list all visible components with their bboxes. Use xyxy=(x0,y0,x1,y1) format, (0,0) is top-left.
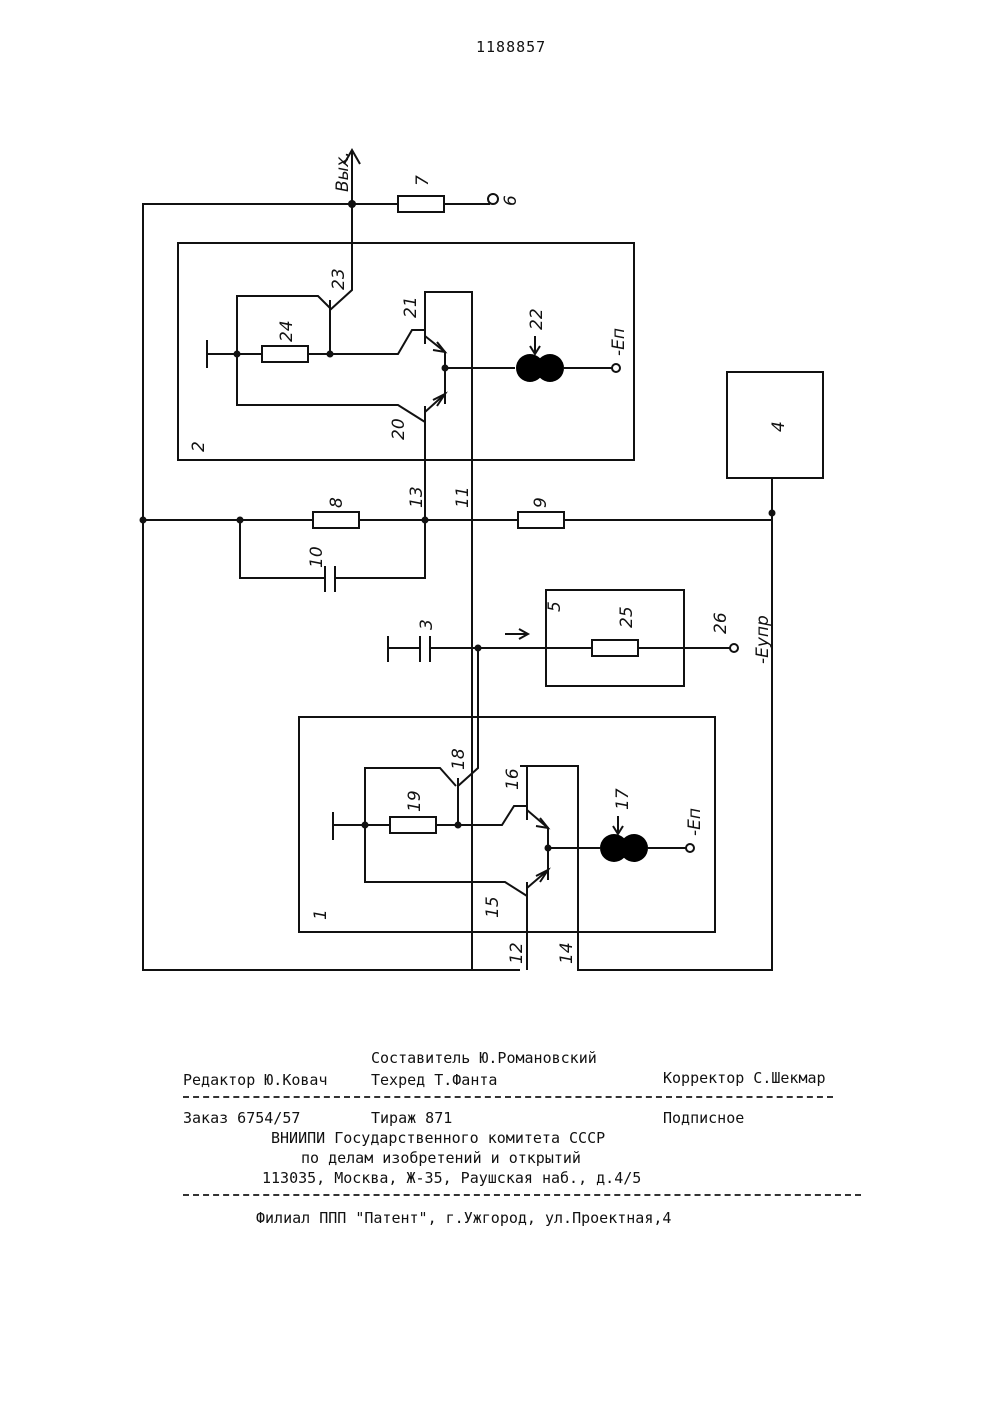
label-24: 24 xyxy=(277,320,297,342)
block-4-feed xyxy=(520,478,772,970)
block-5-outline xyxy=(546,590,684,686)
label-22: 22 xyxy=(527,308,547,330)
imprint-circulation: Тираж 871 xyxy=(371,1109,452,1127)
resistor-8 xyxy=(313,512,359,528)
label-3: 3 xyxy=(417,619,437,630)
transistor-21-collector xyxy=(425,292,472,970)
imprint-org-line3: 113035, Москва, Ж-35, Раушская наб., д.4… xyxy=(262,1169,641,1187)
imprint-org-line2: по делам изобретений и открытий xyxy=(301,1149,581,1167)
left-bus-wire xyxy=(143,204,520,970)
label-20: 20 xyxy=(389,418,409,440)
label-16: 16 xyxy=(503,768,523,790)
terminal-6 xyxy=(488,194,498,204)
junction-emitters-2 xyxy=(442,365,449,372)
divider-1 xyxy=(183,1096,833,1098)
label-8: 8 xyxy=(327,497,347,508)
label-7: 7 xyxy=(413,175,433,186)
label-6: 6 xyxy=(501,195,521,206)
label-9: 9 xyxy=(531,497,551,508)
transistor-15-emitter xyxy=(527,870,548,888)
label-control: -Eупр xyxy=(753,615,773,664)
circuit-schematic: Вых. 7 6 23 24 21 22 -Eп 20 2 4 8 13 11 … xyxy=(0,0,1000,1000)
imprint-corrector: Корректор С.Шекмар xyxy=(663,1069,826,1087)
imprint-techred: Техред Т.Фанта xyxy=(371,1071,497,1089)
label-supply-bottom: -Eп xyxy=(685,808,705,836)
imprint-editor: Редактор Ю.Ковач xyxy=(183,1071,328,1089)
divider-2 xyxy=(183,1194,861,1196)
label-23: 23 xyxy=(329,268,349,290)
label-26: 26 xyxy=(711,612,731,634)
label-14: 14 xyxy=(557,942,577,964)
transistor-21-emitter xyxy=(425,336,445,404)
label-19: 19 xyxy=(405,790,425,812)
label-supply-top: -Eп xyxy=(609,328,629,356)
junction-emitters-1 xyxy=(545,845,552,852)
terminal-supply-bottom xyxy=(686,844,694,852)
transistor-16-emitter xyxy=(527,810,548,880)
imprint-subscription: Подписное xyxy=(663,1109,744,1127)
resistor-25 xyxy=(592,640,638,656)
label-1: 1 xyxy=(311,909,331,920)
label-11: 11 xyxy=(453,486,473,508)
resistor-9 xyxy=(518,512,564,528)
label-4: 4 xyxy=(769,421,789,432)
label-5: 5 xyxy=(545,601,565,612)
imprint-branch: Филиал ППП "Патент", г.Ужгород, ул.Проек… xyxy=(256,1209,671,1227)
resistor-24 xyxy=(262,346,308,362)
base-21-wire xyxy=(330,330,425,354)
transistor-23-emitter xyxy=(330,204,352,310)
terminal-supply-top xyxy=(612,364,620,372)
label-2: 2 xyxy=(189,441,209,452)
label-18: 18 xyxy=(449,748,469,770)
junction-8-left xyxy=(140,517,147,524)
label-21: 21 xyxy=(401,296,421,318)
resistor-19 xyxy=(390,817,436,833)
label-25: 25 xyxy=(617,606,637,628)
imprint-compiler: Составитель Ю.Романовский xyxy=(371,1049,597,1067)
base-16-wire xyxy=(458,806,527,825)
terminal-26 xyxy=(730,644,738,652)
label-17: 17 xyxy=(613,788,633,810)
label-15: 15 xyxy=(483,896,503,918)
transistor-15-collector xyxy=(365,825,527,896)
transistor-20-collector xyxy=(237,354,425,422)
current-source-17-b xyxy=(620,834,648,862)
imprint-org-line1: ВНИИПИ Государственного комитета СССР xyxy=(271,1129,605,1147)
label-10: 10 xyxy=(307,546,327,568)
current-source-22-b xyxy=(536,354,564,382)
resistor-7 xyxy=(398,196,444,212)
label-13: 13 xyxy=(407,486,427,508)
label-out: Вых. xyxy=(333,151,353,192)
label-12: 12 xyxy=(507,942,527,964)
imprint-order: Заказ 6754/57 xyxy=(183,1109,300,1127)
